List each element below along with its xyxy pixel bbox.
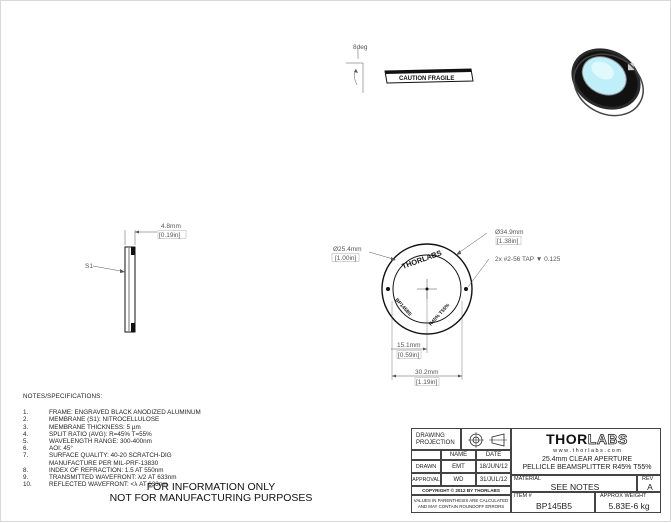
disclaimer-line-1: VALUES IN PARENTHESIS ARE CALCULATED — [413, 498, 509, 503]
approval-name: WD — [441, 473, 476, 486]
logo-thor: THOR — [546, 431, 588, 447]
item-cell: ITEM # BP145B5 — [511, 492, 595, 513]
logo-description-cell: THORLABS w w w . t h o r l a b s . c o m… — [511, 428, 661, 475]
note-number: 5. — [23, 438, 29, 446]
disclaimer-line-2: AND MAY CONTAIN ROUNDOFF ERRORS — [417, 504, 505, 509]
note-item: 2. MEMBRANE (S1): NITROCELLULOSE — [23, 416, 323, 423]
item-label: ITEM # — [514, 493, 532, 499]
note-text: REFLECTED WAVEFRONT: <λ AT 633nm — [49, 481, 168, 489]
angle-label: 8deg — [353, 44, 368, 51]
title-block: DRAWING PROJECTION NAME DATE DRAWN EMT 1… — [411, 428, 661, 513]
note-number: 3. — [23, 423, 29, 431]
drawn-label: DRAWN — [411, 460, 441, 473]
note-text: TRANSMITTED WAVEFRONT: λ/2 AT 633nm — [49, 474, 177, 482]
height-mm: 15.1mm — [397, 342, 420, 349]
note-text: FRAME: ENGRAVED BLACK ANODIZED ALUMINUM — [49, 409, 201, 417]
note-number: 4. — [23, 430, 29, 438]
caution-label: CAUTION FRAGILE — [399, 76, 454, 82]
drawn-date: 18/JUN/12 — [476, 460, 511, 473]
note-item: 8. INDEX OF REFRACTION: 1.5 AT 550nm — [23, 467, 323, 474]
note-number: 6. — [23, 445, 29, 453]
info-line-2: NOT FOR MANUFACTURING PURPOSES — [109, 492, 313, 504]
note-text: MEMBRANE (S1): NITROCELLULOSE — [49, 416, 160, 424]
note-item: 7. SURFACE QUALITY: 40-20 SCRATCH-DIG — [23, 452, 323, 459]
info-line-1: FOR INFORMATION ONLY — [146, 481, 276, 493]
name-header: NAME — [441, 450, 476, 460]
note-number: 9. — [23, 474, 29, 482]
note-text: INDEX OF REFRACTION: 1.5 AT 550nm — [49, 466, 164, 474]
note-continuation: MANUFACTURE PER MIL-PRF-13830 — [49, 459, 159, 467]
notes-specifications: NOTES/SPECIFICATIONS: 1. FRAME: ENGRAVED … — [23, 393, 323, 488]
note-item: 10. REFLECTED WAVEFRONT: <λ AT 633nm — [23, 481, 323, 488]
projection-symbol-cell — [461, 428, 511, 450]
note-text: SPLIT RATIO (AVG): R=45% T=55% — [49, 430, 152, 438]
note-item: 3. MEMBRANE THICKNESS: 5 µm — [23, 424, 323, 431]
note-number: 7. — [23, 452, 29, 460]
drawn-name: EMT — [441, 460, 476, 473]
weight-cell: APPROX WEIGHT 5.83E-6 kg — [595, 492, 661, 513]
rev-cell: REV A — [637, 475, 661, 492]
thorlabs-logo: THORLABS — [512, 431, 662, 448]
height-in: [0.59in] — [398, 352, 420, 359]
width-in: [1.19in] — [416, 379, 438, 386]
projection-label: DRAWING PROJECTION — [416, 433, 455, 446]
material-value: SEE NOTES — [550, 482, 600, 492]
info-disclaimer: FOR INFORMATION ONLY NOT FOR MANUFACTURI… — [81, 482, 341, 504]
rev-label: REV — [642, 476, 654, 482]
notes-header: NOTES/SPECIFICATIONS: — [23, 393, 103, 400]
thickness-mm: 4.8mm — [161, 223, 181, 230]
weight-label: APPROX WEIGHT — [600, 493, 647, 499]
side-view: 4.8mm [0.19in] S1 — [85, 223, 187, 333]
note-item: 1. FRAME: ENGRAVED BLACK ANODIZED ALUMINU… — [23, 409, 323, 416]
note-text: SURFACE QUALITY: 40-20 SCRATCH-DIG — [49, 452, 172, 460]
surface-label: S1 — [85, 263, 93, 270]
weight-value: 5.83E-6 kg — [608, 501, 650, 511]
outer-dia-in: [1.38in] — [497, 238, 519, 245]
logo-labs: LABS — [587, 431, 628, 448]
material-label: MATERIAL — [514, 476, 542, 482]
outer-dia-mm: Ø34.9mm — [495, 229, 524, 236]
clear-aperture-in: [1.00in] — [335, 255, 357, 262]
rev-value: A — [647, 482, 653, 492]
description-line-2: PELLICLE BEAMSPLITTER R45% T55% — [522, 463, 652, 471]
note-item: 6. AOI: 45° — [23, 445, 323, 452]
top-view: 8deg CAUTION FRAGILE — [346, 44, 474, 93]
note-item: 9. TRANSMITTED WAVEFRONT: λ/2 AT 633nm — [23, 474, 323, 481]
description-line-1: 25.4mm CLEAR APERTURE — [541, 456, 633, 463]
note-number: 2. — [23, 416, 29, 424]
website: w w w . t h o r l a b s . c o m — [553, 448, 621, 454]
note-item: 4. SPLIT RATIO (AVG): R=45% T=55% — [23, 431, 323, 438]
note-number: 10. — [23, 481, 32, 489]
item-value: BP145B5 — [536, 501, 572, 511]
material-cell: MATERIAL SEE NOTES — [511, 475, 637, 492]
approval-label: APPROVAL — [411, 473, 441, 486]
note-text: WAVELENGTH RANGE: 300-400nm — [49, 438, 152, 446]
notes-list: 1. FRAME: ENGRAVED BLACK ANODIZED ALUMINU… — [23, 409, 323, 488]
note-item: 5. WAVELENGTH RANGE: 300-400nm — [23, 438, 323, 445]
description: 25.4mm CLEAR APERTURE PELLICLE BEAMSPLIT… — [512, 456, 662, 471]
tap-note: 2x #2-56 TAP ▼ 0.125 — [495, 256, 561, 263]
front-view: THORLABS BP145B5 R45% T55% Ø25.4mm [1.00… — [331, 229, 561, 386]
date-header: DATE — [476, 450, 511, 460]
projection-label-cell: DRAWING PROJECTION — [411, 428, 461, 450]
approval-date: 31/JUL/12 — [476, 473, 511, 486]
width-mm: 30.2mm — [415, 369, 438, 376]
copyright: COPYRIGHT © 2012 BY THORLABS — [411, 486, 511, 495]
isometric-render — [571, 48, 644, 117]
note-text: MEMBRANE THICKNESS: 5 µm — [49, 423, 141, 431]
note-number: 1. — [23, 409, 29, 417]
note-number: 8. — [23, 466, 29, 474]
note-text: AOI: 45° — [49, 445, 73, 453]
clear-aperture-mm: Ø25.4mm — [333, 246, 362, 253]
disclaimer-cell: VALUES IN PARENTHESIS ARE CALCULATED AND… — [411, 495, 511, 513]
thickness-in: [0.19in] — [159, 232, 181, 239]
blank-hdr-cell — [411, 450, 441, 460]
projection-symbol-icon — [468, 432, 507, 448]
